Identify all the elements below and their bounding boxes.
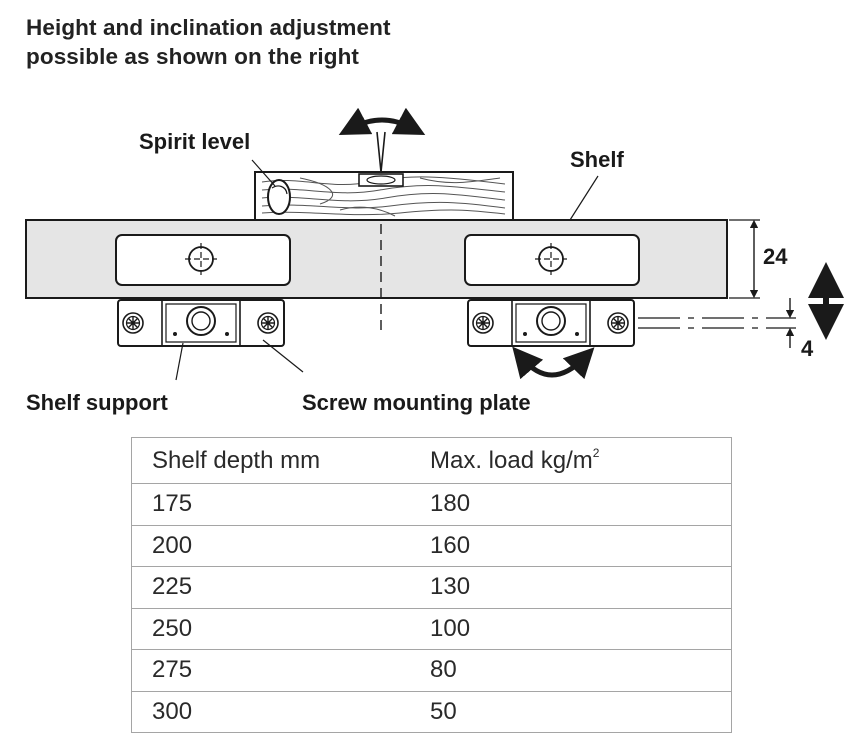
cell-load: 80 (408, 649, 732, 692)
header-shelf-depth: Shelf depth mm (131, 437, 408, 484)
cell-load: 130 (408, 566, 732, 609)
screw-plate-leader (262, 339, 304, 373)
phillips-screw-icon (472, 312, 494, 334)
cell-depth: 200 (131, 524, 408, 567)
header-max-load-text: Max. load kg/m (430, 447, 593, 474)
table-row: 300 50 (131, 690, 732, 733)
cell-load: 100 (408, 607, 732, 650)
table-row: 250 100 (131, 607, 732, 650)
table-header-row: Shelf depth mm Max. load kg/m2 (131, 437, 732, 484)
shelf-support-diagram: 24 4 Spirit level Shelf Shelf support Sc… (25, 107, 844, 415)
phillips-screw-icon (122, 312, 144, 334)
tilt-needle (376, 131, 386, 173)
cell-depth: 275 (131, 649, 408, 692)
shelf-leader (569, 175, 599, 221)
load-table: Shelf depth mm Max. load kg/m2 175 180 2… (131, 437, 732, 733)
left-slot (115, 234, 291, 286)
header-max-load: Max. load kg/m2 (408, 437, 732, 484)
phillips-screw-icon (257, 312, 279, 334)
spirit-level-leader (251, 159, 276, 187)
spirit-level-label: Spirit level (139, 129, 250, 154)
table-row: 200 160 (131, 524, 732, 567)
tilt-arrow-icon (338, 107, 426, 136)
heading: Height and inclination adjustment possib… (26, 13, 391, 71)
dimension-4 (638, 298, 796, 348)
header-max-load-sup: 2 (592, 446, 600, 460)
dimension-4-label: 4 (801, 336, 814, 361)
cell-load: 50 (408, 690, 732, 733)
cell-depth: 225 (131, 566, 408, 609)
right-slot (464, 234, 640, 286)
cell-depth: 250 (131, 607, 408, 650)
heading-line-2: possible as shown on the right (26, 44, 360, 69)
dimension-24 (729, 219, 760, 299)
heading-line-1: Height and inclination adjustment (26, 15, 391, 40)
shelf-support-leader (175, 342, 184, 381)
screw-mounting-plate-label: Screw mounting plate (302, 390, 531, 415)
table-row: 275 80 (131, 649, 732, 692)
spirit-level (254, 171, 514, 221)
cell-load: 160 (408, 524, 732, 567)
right-shelf-support (467, 299, 635, 347)
left-shelf-support (117, 299, 285, 347)
cell-load: 180 (408, 483, 732, 526)
cell-depth: 175 (131, 483, 408, 526)
rotate-arrow-icon (512, 346, 595, 380)
wood-grain (261, 176, 506, 217)
table-row: 175 180 (131, 483, 732, 526)
table-row: 225 130 (131, 566, 732, 609)
cell-depth: 300 (131, 690, 408, 733)
shelf-label: Shelf (570, 147, 624, 172)
shelf-support-label: Shelf support (26, 390, 168, 415)
phillips-screw-icon (607, 312, 629, 334)
dimension-24-label: 24 (763, 244, 788, 269)
